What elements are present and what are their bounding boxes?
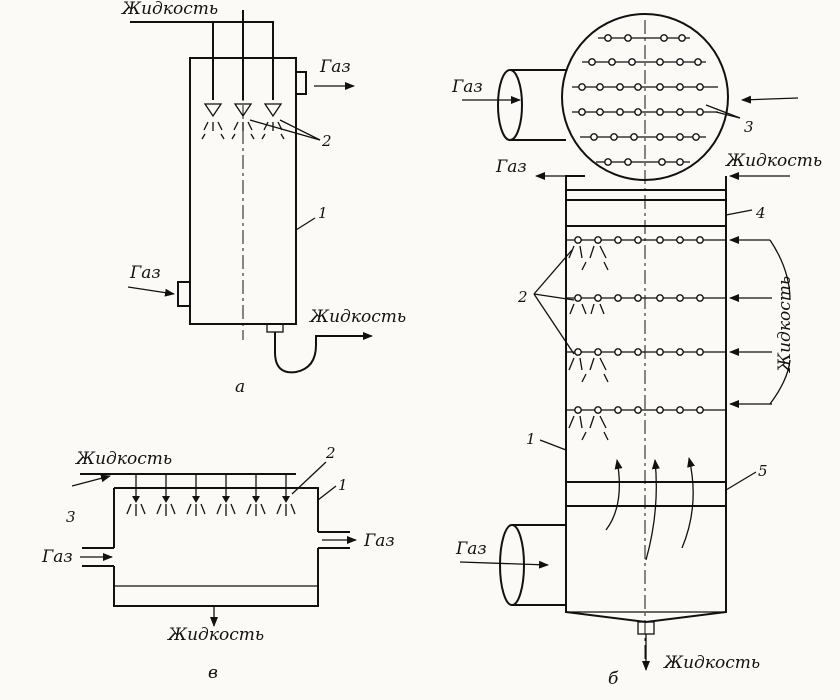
- gas-pipe-top: [510, 69, 566, 141]
- liquid-out-label-a: Жидкость: [309, 307, 406, 327]
- callout-3-b: 3: [744, 118, 754, 136]
- callout-leader-2b-2: [533, 293, 575, 301]
- gas-in-label-a: Газ: [129, 263, 161, 283]
- gas-in-arrow-a: [127, 286, 175, 297]
- callout-leader-2c: [291, 461, 327, 495]
- diagram-b: Газ Газ Жидкость Жидкость Газ Жидкость 3…: [451, 13, 822, 689]
- liquid-in-label-a: Жидкость: [121, 0, 218, 19]
- callout-leader-2b-3: [533, 293, 575, 355]
- liquid-feed-header: [130, 21, 274, 100]
- packing-grid: [565, 481, 727, 507]
- gas-in-arrow-b: [459, 560, 549, 569]
- callout-leader-3b: [715, 111, 741, 119]
- gas-out-label-a: Газ: [319, 57, 351, 77]
- column-shell: [565, 190, 727, 624]
- gas-inlet-nozzle-a: [177, 281, 191, 307]
- drain-nozzle-b: [637, 621, 655, 635]
- callout-2-c: 2: [325, 444, 336, 462]
- gas-flow-arrows: [605, 457, 695, 561]
- liquid-in-label-c: Жидкость: [75, 449, 172, 469]
- spray-nozzles-c: [126, 474, 296, 516]
- callout-5-b: 5: [758, 462, 768, 480]
- caption-c: в: [208, 663, 218, 683]
- spray-levels-b: [566, 236, 726, 441]
- callout-leader-1b: [539, 439, 567, 451]
- liquid-out-label-c: Жидкость: [167, 625, 264, 645]
- diagram-a: Жидкость Газ Газ Жидкость 2 1 а: [121, 0, 406, 397]
- gas-outlet-nozzle-a: [295, 71, 307, 95]
- caption-a: а: [235, 377, 245, 397]
- callout-leader-2b: [279, 119, 321, 141]
- gas-outlet-c: [318, 531, 350, 549]
- callout-1-b: 1: [526, 430, 536, 448]
- hydraulic-seal-a: [274, 332, 370, 374]
- callout-3-c: 3: [66, 508, 76, 526]
- callout-1-a: 1: [318, 204, 328, 222]
- liquid-side-label: Жидкость: [775, 276, 795, 373]
- drain-nozzle-a: [266, 323, 284, 333]
- mist-eliminator: [565, 199, 727, 227]
- vessel-c-shell: [113, 487, 319, 607]
- callout-4-b: 4: [755, 204, 766, 222]
- callout-1-c: 1: [338, 476, 348, 494]
- liquid-in-label-b: Жидкость: [725, 151, 822, 171]
- callout-leader-2b-1: [533, 249, 573, 295]
- diagram-c: Жидкость 3 Газ Газ Жидкость 2 1 в: [41, 444, 395, 683]
- gas-in-label-c: Газ: [41, 547, 73, 567]
- gas-outlet-b: [565, 175, 585, 190]
- callout-leader-1c: [317, 485, 337, 501]
- gas-in-label-b: Газ: [455, 539, 487, 559]
- callout-leader-5: [725, 471, 757, 491]
- callout-2-b: 2: [517, 288, 528, 306]
- gas-in-label-top: Газ: [451, 77, 483, 97]
- side-liquid-arrows: [729, 236, 791, 408]
- callout-leader-1: [295, 217, 316, 231]
- gas-out-label-c: Газ: [363, 531, 395, 551]
- gas-pipe-bottom: [512, 524, 566, 606]
- liquid-in-arrow-top: [741, 95, 799, 104]
- gas-pipe-bottom-end: [499, 524, 525, 606]
- caption-b: б: [608, 669, 619, 689]
- spray-nozzles-a: [201, 103, 285, 140]
- gas-inlet-c: [82, 547, 114, 567]
- distributor-nodes: [578, 34, 704, 166]
- gas-out-label-b: Газ: [495, 157, 527, 177]
- callout-leader-4: [725, 209, 753, 216]
- callout-leader-3a: [705, 104, 741, 119]
- liquid-out-label-b: Жидкость: [663, 653, 760, 673]
- liquid-in-arrow-c: [71, 474, 111, 487]
- callout-2-a: 2: [321, 132, 332, 150]
- gas-pipe-top-end: [497, 69, 523, 141]
- callout-leader-2a: [249, 119, 321, 141]
